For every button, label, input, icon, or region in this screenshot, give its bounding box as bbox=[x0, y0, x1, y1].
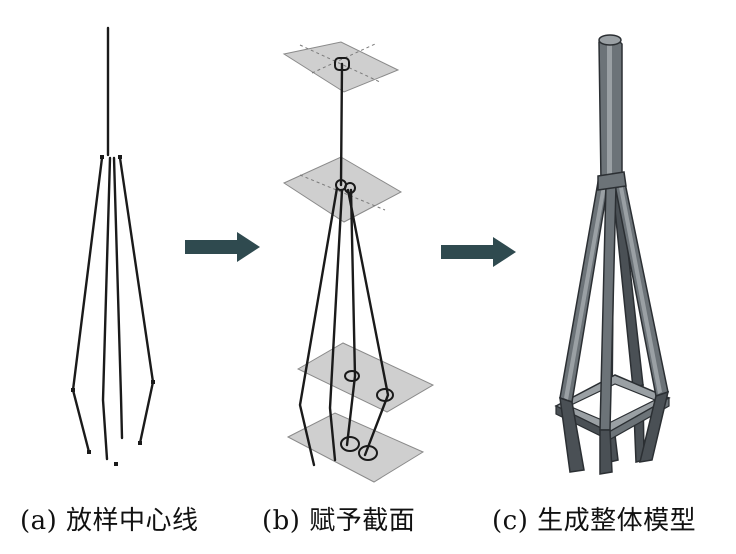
integrated-solid-model bbox=[554, 34, 671, 475]
caption-model: (c) 生成整体模型 bbox=[492, 506, 697, 536]
caption-centerline: (a) 放样中心线 bbox=[20, 506, 199, 536]
section-assignment-view bbox=[282, 41, 435, 483]
centerline-wireframe bbox=[71, 26, 155, 466]
section-plane bbox=[282, 41, 435, 483]
arrow-right-icon bbox=[185, 232, 260, 262]
arrow-right-icon bbox=[441, 237, 516, 267]
caption-section: (b) 赋予截面 bbox=[262, 506, 416, 536]
